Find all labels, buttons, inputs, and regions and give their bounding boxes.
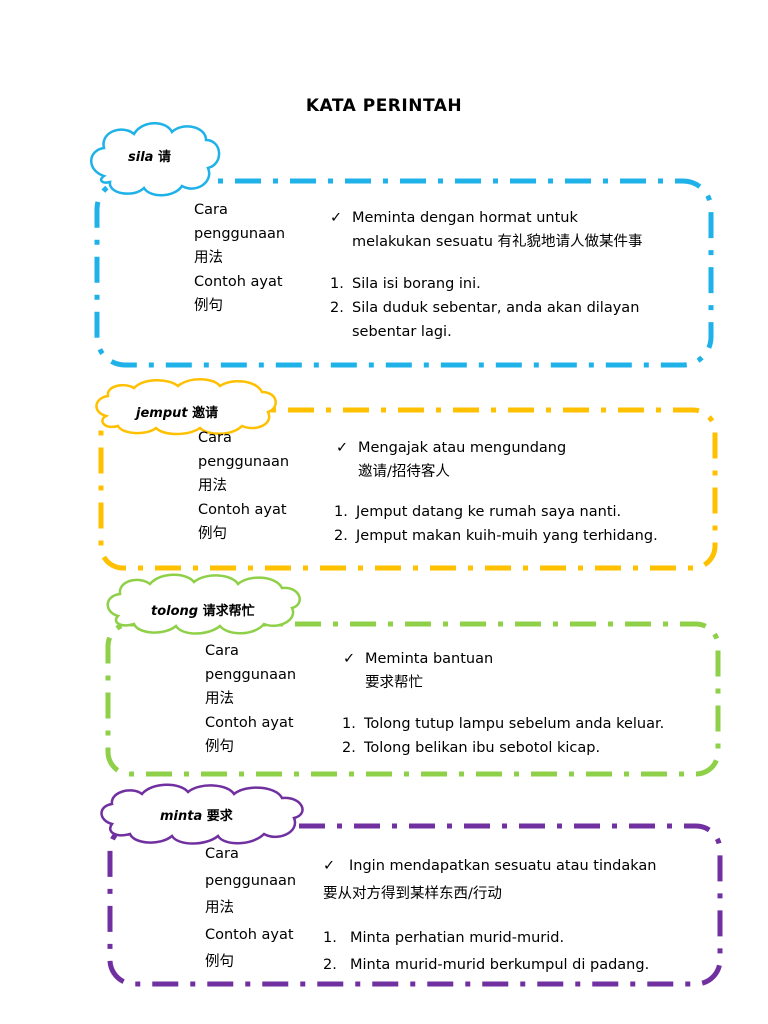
check-icon: ✓ [330, 210, 343, 226]
label-contoh: Contoh ayat [205, 927, 294, 943]
check-icon: ✓ [343, 651, 356, 667]
keyword-cn-minta: 要求 [206, 809, 233, 824]
item-number: 1. [330, 276, 344, 292]
examples-jemput: 1. Jemput datang ke rumah saya nanti. 2. J… [334, 500, 714, 548]
label-contoh-cn: 例句 [205, 954, 234, 970]
label-penggunaan: penggunaan [205, 667, 297, 683]
item-number [330, 320, 352, 344]
keyword-cn-jemput: 邀请 [192, 406, 219, 421]
keyword-tolong: tolong [151, 604, 199, 619]
list-item: 1. Tolong tutup lampu sebelum anda keluar… [342, 712, 718, 736]
list-item: 1. Minta perhatian murid-murid. [323, 925, 715, 952]
example-text: Jemput makan kuih-muih yang terhidang. [356, 528, 658, 544]
list-item: 1. Sila isi borang ini. [330, 272, 710, 296]
label-penggunaan-cn: 用法 [205, 900, 234, 916]
keyword-minta: minta [160, 809, 203, 824]
list-item: 2. Sila duduk sebentar, anda akan dilayan [330, 296, 710, 320]
label-contoh-cn: 例句 [194, 298, 223, 314]
usage-line1: Meminta dengan hormat untuk [352, 210, 578, 226]
label-contoh: Contoh ayat [198, 502, 287, 518]
item-number: 2. [330, 300, 344, 316]
item-number: 2. [342, 740, 356, 756]
example-text: Sila duduk sebentar, anda akan dilayan [352, 300, 640, 316]
label-contoh: Contoh ayat [194, 274, 283, 290]
usage-tolong: ✓ Meminta bantuan 要求帮忙 [343, 647, 713, 695]
label-contoh-cn: 例句 [198, 526, 227, 542]
cloud-label-tolong: tolong 请求帮忙 [151, 600, 255, 619]
item-number: 1. [334, 504, 348, 520]
item-number: 2. [323, 957, 337, 973]
example-text: Sila isi borang ini. [352, 276, 481, 292]
labels-jemput: Cara penggunaan 用法 Contoh ayat 例句 [198, 426, 289, 546]
usage-line1: Meminta bantuan [365, 651, 494, 667]
page-title: KATA PERINTAH [305, 96, 463, 116]
item-number: 1. [323, 930, 337, 946]
label-penggunaan-cn: 用法 [194, 250, 223, 266]
label-cara: Cara [198, 430, 232, 446]
list-item: 2. Tolong belikan ibu sebotol kicap. [342, 736, 718, 760]
label-cara: Cara [194, 202, 228, 218]
labels-sila: Cara penggunaan 用法 Contoh ayat 例句 [194, 198, 285, 318]
check-icon: ✓ [336, 440, 349, 456]
usage-line2: melakukan sesuatu 有礼貌地请人做某件事 [352, 234, 643, 250]
keyword-sila: sila [128, 150, 154, 165]
usage-jemput: ✓ Mengajak atau mengundang 邀请/招待客人 [336, 436, 712, 484]
label-penggunaan-cn: 用法 [198, 478, 227, 494]
list-item: 2. Minta murid-murid berkumpul di padang. [323, 952, 715, 979]
label-penggunaan: penggunaan [205, 873, 297, 889]
cloud-label-sila: sila 请 [128, 146, 171, 165]
cloud-label-jemput: jemput 邀请 [136, 402, 218, 421]
usage-line2: 要求帮忙 [365, 675, 423, 691]
label-penggunaan-cn: 用法 [205, 691, 234, 707]
examples-sila: 1. Sila isi borang ini. 2. Sila duduk sebe… [330, 272, 710, 344]
example-text: Jemput datang ke rumah saya nanti. [356, 504, 622, 520]
item-number: 2. [334, 528, 348, 544]
label-cara: Cara [205, 846, 239, 862]
label-contoh-cn: 例句 [205, 739, 234, 755]
keyword-cn-sila: 请 [157, 150, 171, 165]
labels-tolong: Cara penggunaan 用法 Contoh ayat 例句 [205, 639, 296, 759]
list-item: 2. Jemput makan kuih-muih yang terhidang. [334, 524, 714, 548]
usage-line2: 要从对方得到某样东西/行动 [323, 886, 502, 902]
usage-line1: Mengajak atau mengundang [358, 440, 567, 456]
usage-line2: 邀请/招待客人 [358, 464, 450, 480]
usage-minta: ✓ Ingin mendapatkan sesuatu atau tindakan… [323, 852, 715, 908]
example-text: Minta perhatian murid-murid. [350, 930, 565, 946]
check-icon: ✓ [323, 858, 336, 874]
example-text: Minta murid-murid berkumpul di padang. [350, 957, 650, 973]
example-text: Tolong tutup lampu sebelum anda keluar. [364, 716, 665, 732]
list-item: sebentar lagi. [330, 320, 710, 344]
label-penggunaan: penggunaan [194, 226, 286, 242]
keyword-cn-tolong: 请求帮忙 [202, 604, 255, 619]
label-penggunaan: penggunaan [198, 454, 290, 470]
example-text: Tolong belikan ibu sebotol kicap. [364, 740, 601, 756]
cloud-label-minta: minta 要求 [160, 805, 233, 824]
usage-line1: Ingin mendapatkan sesuatu atau tindakan [349, 858, 657, 874]
labels-minta: Cara penggunaan 用法 Contoh ayat 例句 [205, 841, 296, 976]
examples-minta: 1. Minta perhatian murid-murid. 2. Minta m… [323, 925, 715, 979]
example-text: sebentar lagi. [352, 324, 452, 340]
usage-sila: ✓ Meminta dengan hormat untuk melakukan s… [330, 206, 710, 254]
item-number: 1. [342, 716, 356, 732]
label-cara: Cara [205, 643, 239, 659]
examples-tolong: 1. Tolong tutup lampu sebelum anda keluar… [342, 712, 718, 760]
list-item: 1. Jemput datang ke rumah saya nanti. [334, 500, 714, 524]
label-contoh: Contoh ayat [205, 715, 294, 731]
keyword-jemput: jemput [136, 406, 188, 421]
